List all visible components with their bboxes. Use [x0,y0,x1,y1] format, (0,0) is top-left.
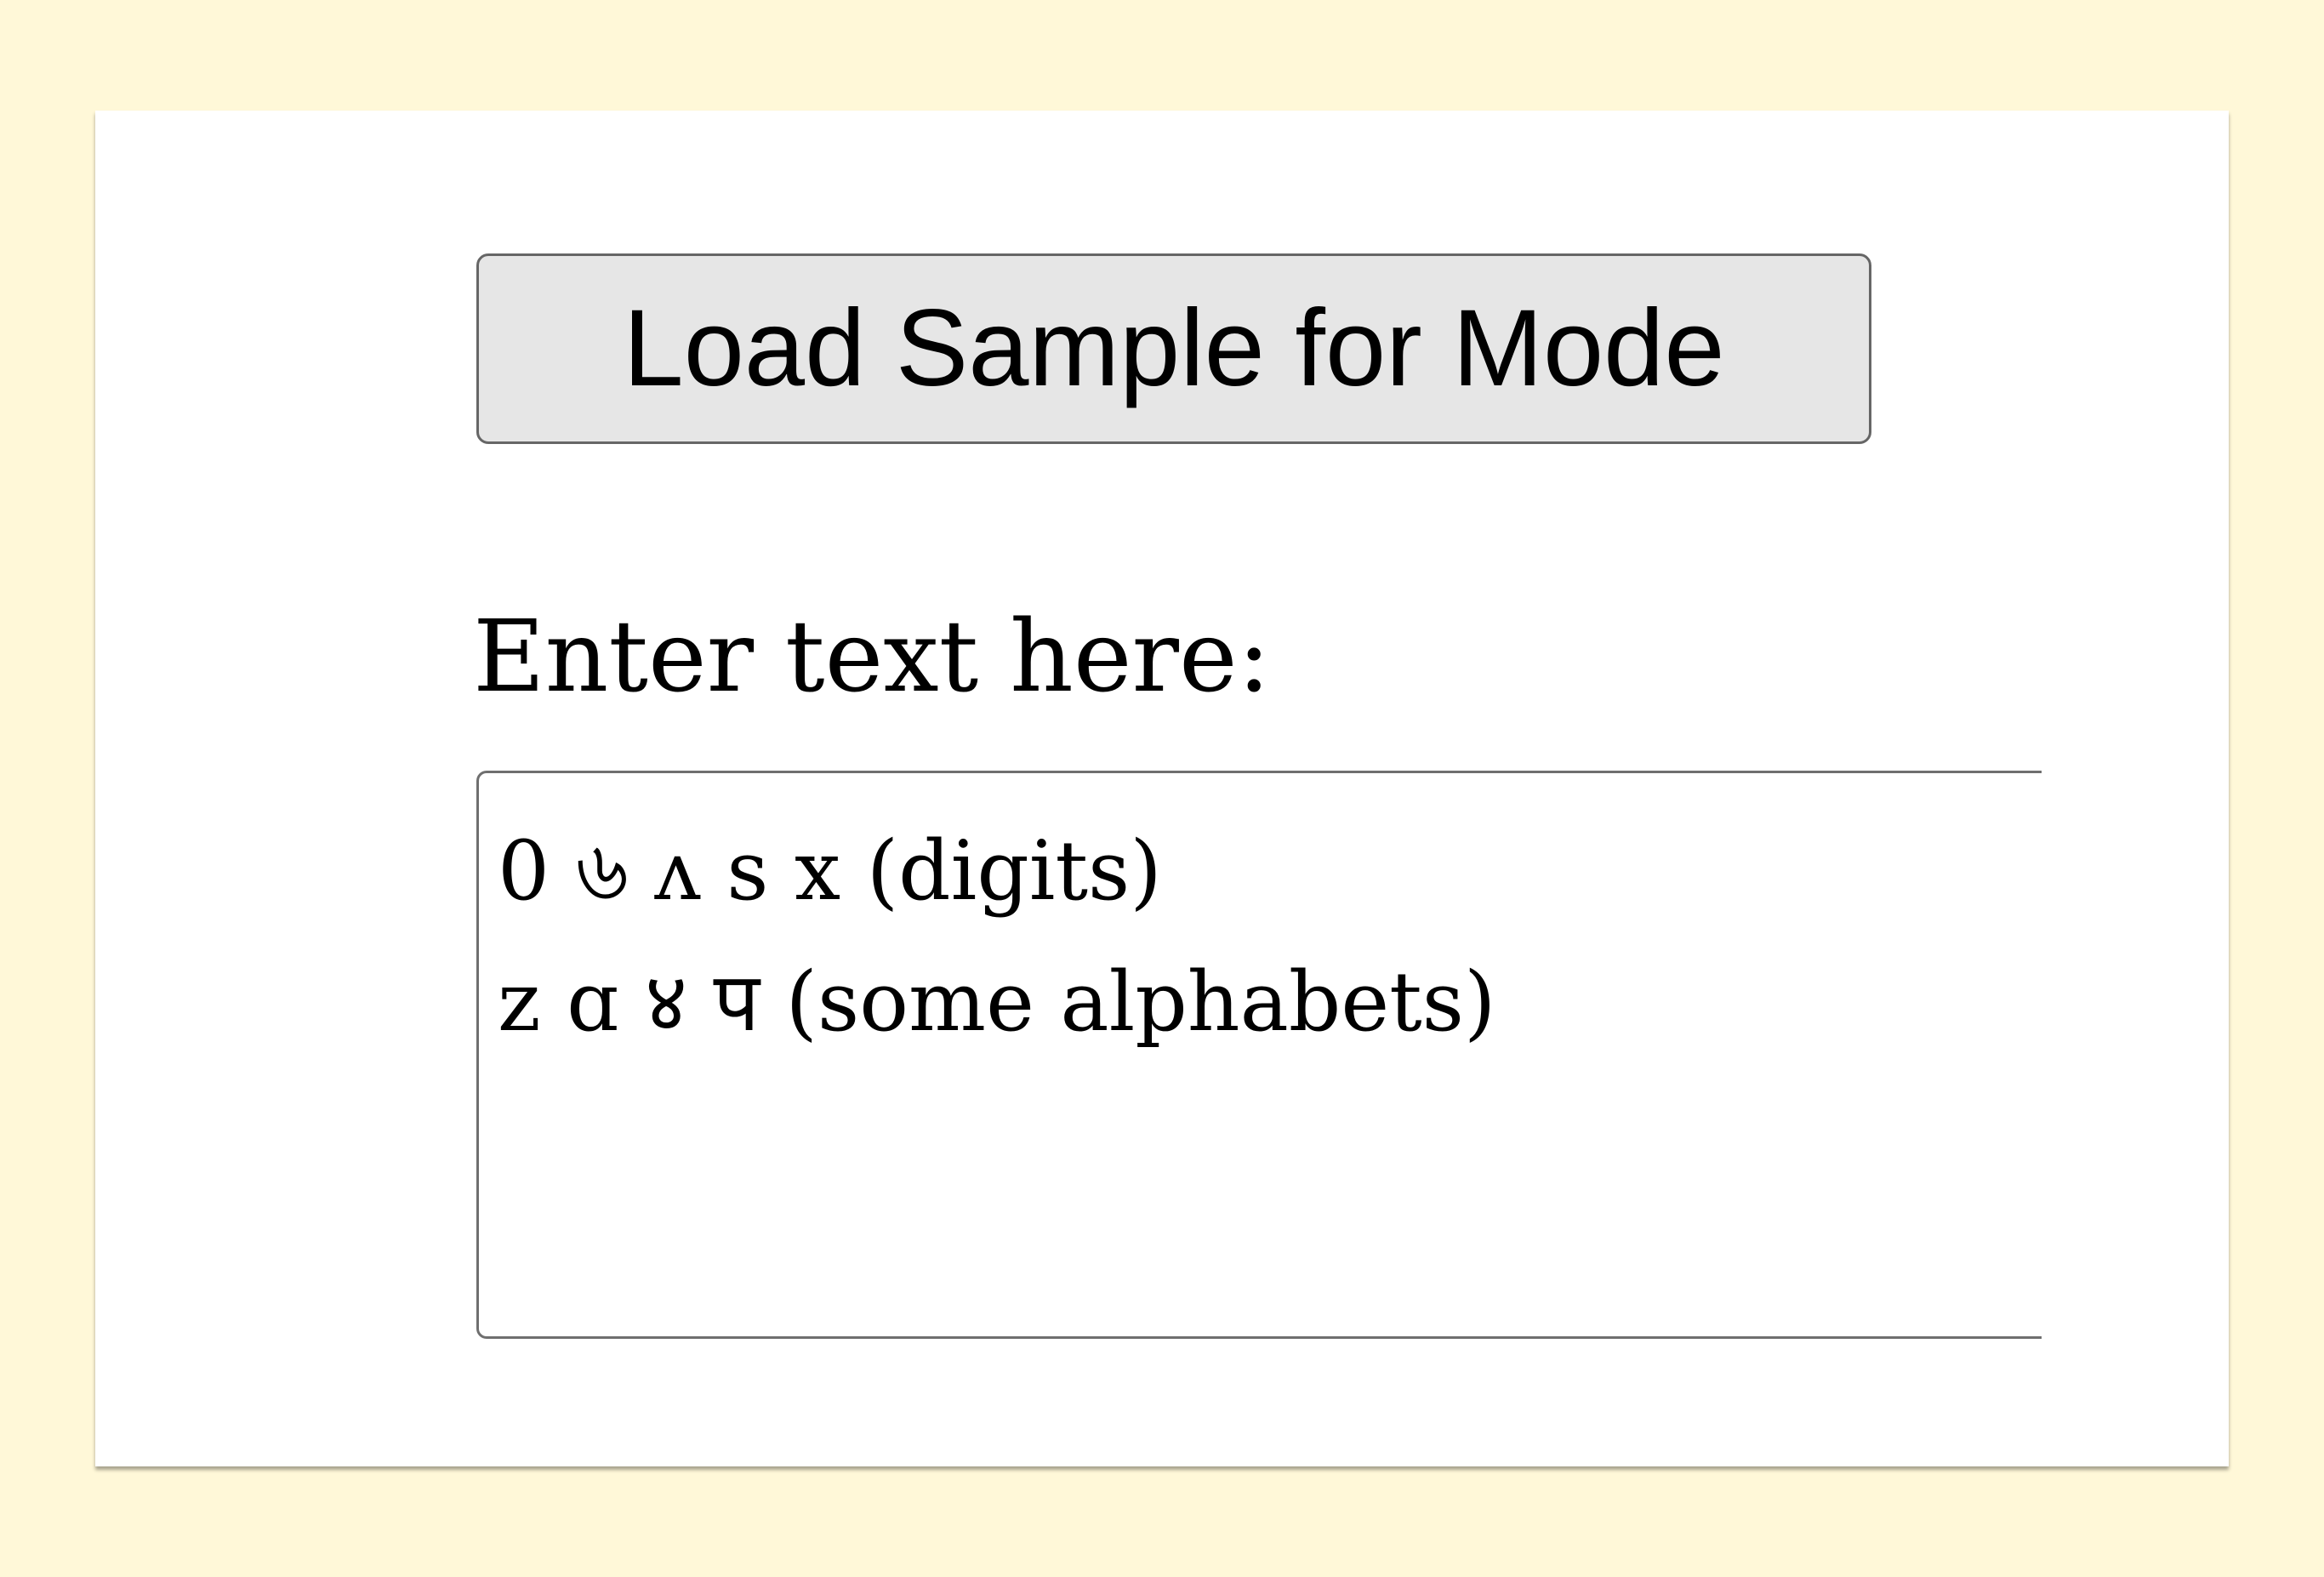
text-input-area[interactable]: 0 ৬ ʌ s x (digits) z ɑ ४ प (some alphabe… [476,771,2042,1339]
load-sample-button[interactable]: Load Sample for Mode [476,253,1871,444]
text-line: 0 ৬ ʌ s x (digits) [498,823,1162,919]
text-input-label: Enter text here: [473,600,1271,714]
text-line: z ɑ ४ प (some alphabets) [498,954,1496,1050]
